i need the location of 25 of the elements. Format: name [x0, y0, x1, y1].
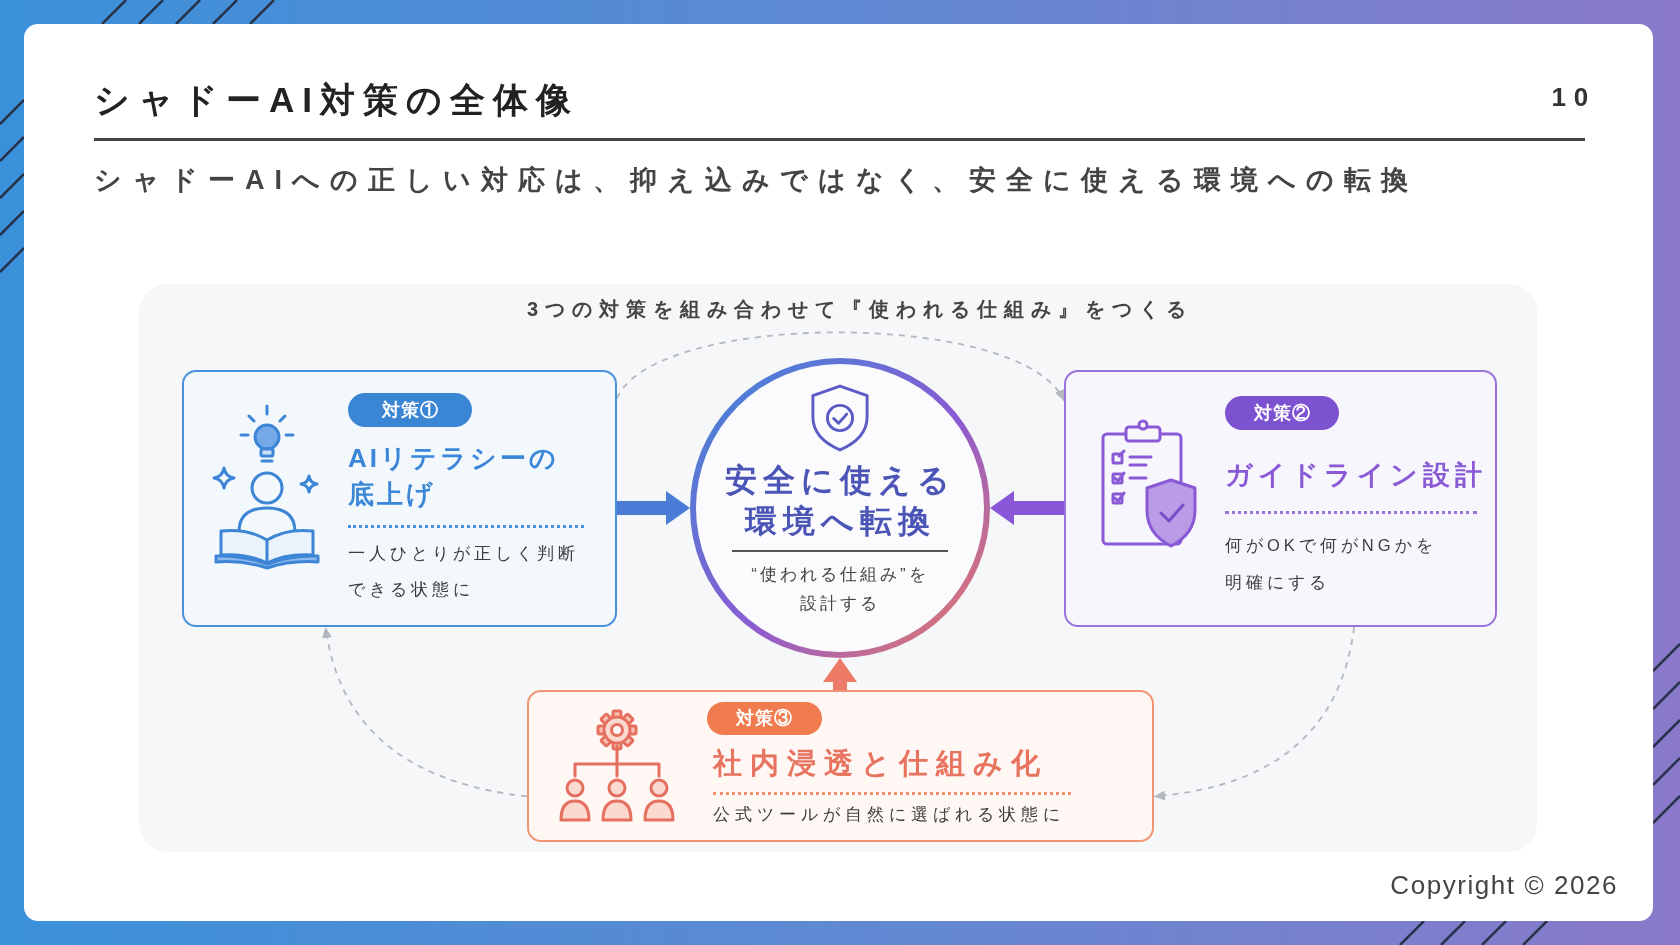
card-description: 何がOKで何がNGかを明確にする [1225, 535, 1438, 593]
measure-card [182, 370, 617, 627]
diagram-heading: 3つの対策を組み合わせて『使われる仕組み』をつくる [526, 297, 1194, 322]
card-description: 公式ツールが自然に選ばれる状態に [713, 804, 1066, 826]
card-heading: ガイドライン設計 [1225, 459, 1488, 492]
dashed-arrow [616, 331, 1065, 402]
circle-heading: 安全に使える環境へ転換 [723, 461, 957, 541]
block-arrow [617, 491, 690, 525]
step-badge: 対策② [1225, 396, 1339, 430]
slide-title: シャドーAI対策の全体像 [94, 79, 579, 121]
block-arrow [823, 658, 857, 690]
subtitle: シャドーAIへの正しい対応は、抑え込みではなく、安全に使える環境への転換 [94, 164, 1418, 197]
measure-card [1064, 370, 1497, 627]
step-badge: 対策① [348, 393, 472, 427]
circle-description: “使われる仕組み”を設計する [750, 564, 930, 615]
page-number: 10 [1551, 81, 1596, 114]
copyright-notice: Copyright © 2026 [1390, 869, 1618, 902]
dashed-arrow [322, 626, 528, 798]
dashed-arrow [1153, 626, 1355, 801]
block-arrow [990, 491, 1064, 525]
step-badge: 対策③ [707, 702, 822, 735]
card-heading: AIリテラシーの底上げ [348, 442, 560, 511]
card-description: 一人ひとりが正しく判断できる状態に [348, 543, 580, 600]
measure-card [527, 690, 1154, 842]
card-heading: 社内浸透と仕組み化 [713, 746, 1049, 781]
